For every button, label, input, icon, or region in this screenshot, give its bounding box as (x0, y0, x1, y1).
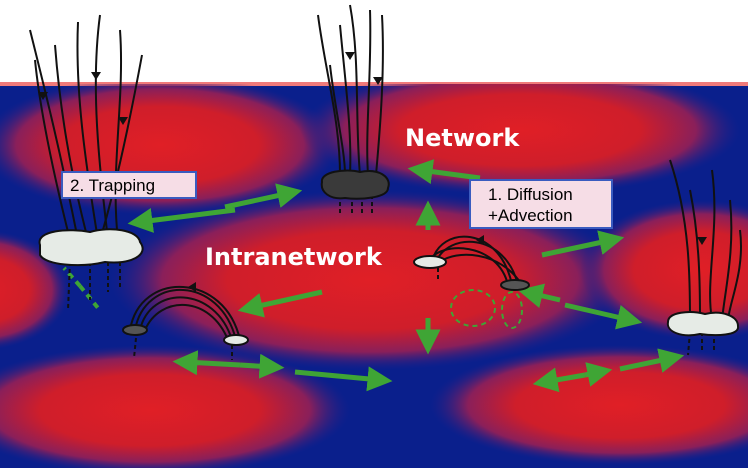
trapping-label-box (61, 171, 197, 199)
flow-arrow (172, 350, 241, 376)
small-element-patch (413, 255, 447, 269)
flow-arrows (127, 159, 685, 393)
cell-bottom-right (430, 345, 748, 465)
flow-arrow-dashed (62, 266, 82, 288)
cell-center (110, 190, 630, 370)
trapping-label: 2. Trapping (70, 176, 155, 195)
diffusion-label-line1: 1. Diffusion (488, 185, 573, 204)
trapped-patch-right (666, 311, 739, 337)
network-label: Network (405, 124, 520, 152)
trapped-patch-left (38, 228, 144, 267)
flow-arrow (564, 302, 643, 330)
flow-arrow (517, 283, 561, 309)
flow-arrow (584, 362, 613, 387)
flow-arrow (239, 353, 285, 379)
diffusion-label-box (469, 179, 613, 229)
small-element-patch (500, 279, 530, 291)
flow-arrow (127, 207, 236, 233)
field-arrowheads (38, 52, 707, 292)
small-element-patch (223, 334, 249, 346)
flow-arrow (237, 289, 323, 318)
network-patch-dark (320, 169, 390, 200)
small-element-patch (122, 324, 148, 336)
flow-arrow (224, 183, 303, 210)
flow-arrow (541, 230, 625, 258)
diffusion-label-line2: +Advection (488, 206, 573, 225)
magnetic-field-lines (29, 4, 742, 341)
subsurface-lines (67, 195, 715, 360)
flow-arrow (294, 366, 393, 392)
flow-arrow (532, 367, 586, 393)
flow-arrow (407, 159, 481, 185)
advection-loops (450, 289, 523, 329)
flow-arrow (619, 348, 685, 373)
intranetwork-label: Intranetwork (205, 243, 383, 271)
